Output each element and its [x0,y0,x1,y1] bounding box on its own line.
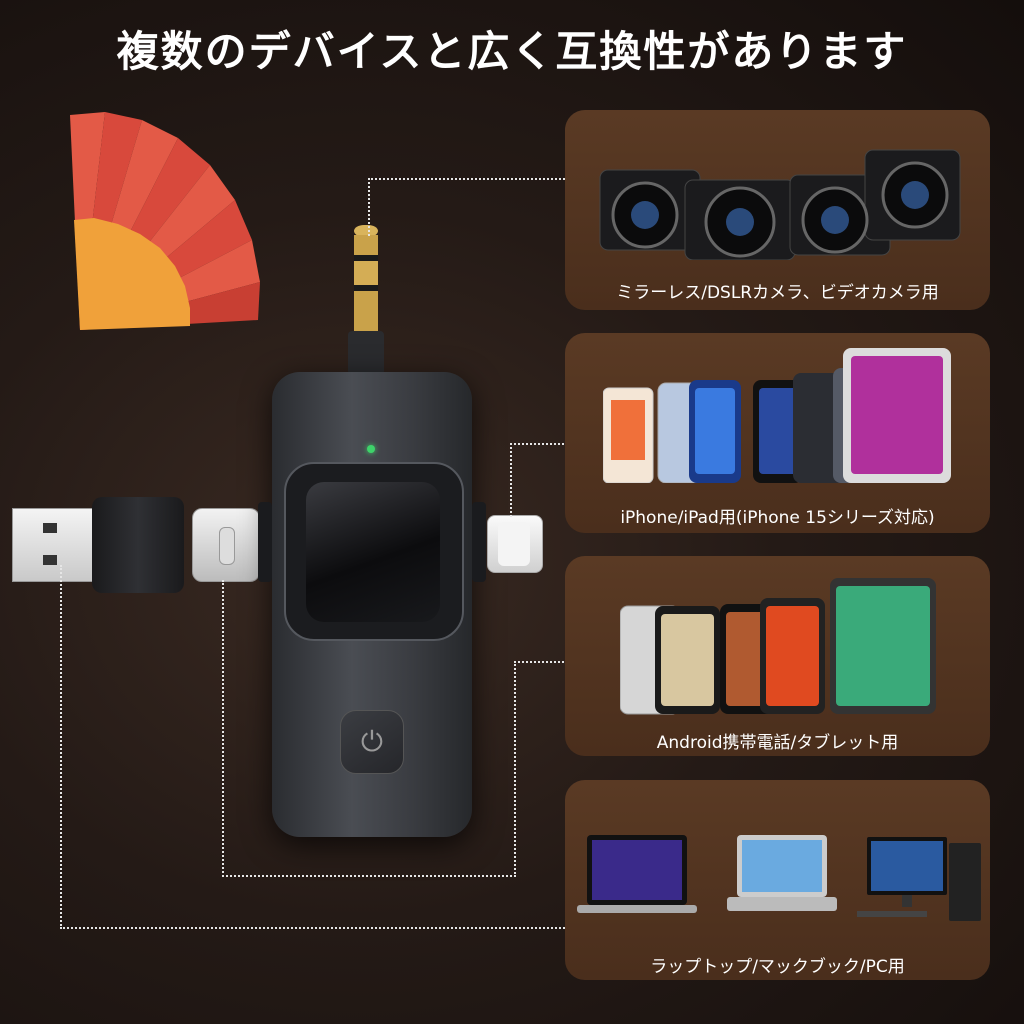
panel-laptop-pc: ラップトップ/マックブック/PC用 [565,780,990,980]
cameras-image [599,149,961,260]
connector-line-laptop [60,565,572,929]
usb-c-connector [192,508,260,582]
right-side-clip [472,502,486,582]
usb-a-adapter-body [92,497,184,593]
lightning-connector [487,515,543,573]
panel-cameras: ミラーレス/DSLRカメラ、ビデオカメラ用 [565,110,990,310]
panel-android: Android携帯電話/タブレット用 [565,556,990,756]
iphone-ipad-image [603,348,951,483]
display-screen [306,482,440,622]
left-side-clip [258,502,272,582]
audio-jack-connector [348,225,384,375]
status-led [367,445,375,453]
power-icon: ⏻ [360,725,384,758]
connector-line-camera [368,178,572,236]
panel-caption: iPhone/iPad用(iPhone 15シリーズ対応) [620,508,935,528]
panel-caption: ラップトップ/マックブック/PC用 [650,957,905,977]
connector-line-android [514,661,572,877]
panel-iphone-ipad: iPhone/iPad用(iPhone 15シリーズ対応) [565,333,990,533]
panel-caption: ミラーレス/DSLRカメラ、ビデオカメラ用 [616,283,939,303]
page-title: 複数のデバイスと広く互換性があります [116,27,908,76]
power-button[interactable]: ⏻ [340,710,404,774]
folding-fan-icon [70,112,260,330]
wireless-mic-receiver: ⏻ [258,372,486,837]
android-devices-image [620,578,936,715]
connector-line-iphone [510,443,572,517]
display-frame [284,462,464,641]
connector-line-usbc [222,580,516,877]
laptops-pc-image [577,835,981,921]
panel-caption: Android携帯電話/タブレット用 [656,733,899,753]
